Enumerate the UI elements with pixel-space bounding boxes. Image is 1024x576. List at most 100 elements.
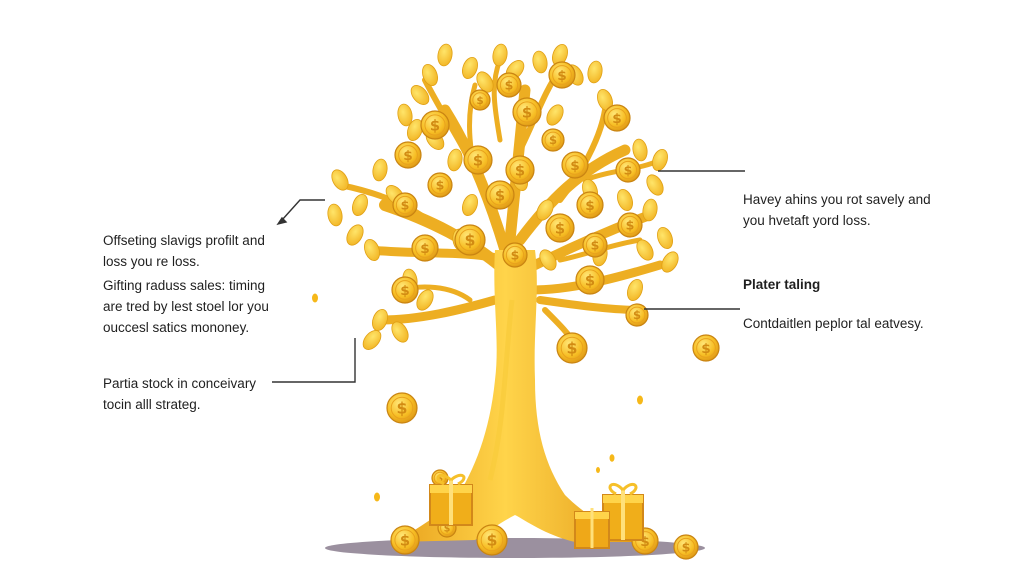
annotation-line: Gifting raduss sales: timing (103, 278, 266, 293)
leaf-shape (627, 278, 643, 302)
svg-text:$: $ (522, 104, 532, 121)
gold-coin-icon: $ (692, 334, 720, 362)
gold-coin-icon: $ (454, 224, 486, 256)
svg-text:$: $ (487, 531, 498, 550)
falling-coin-fleck (312, 293, 318, 303)
svg-text:$: $ (567, 339, 578, 358)
leaf-shape (636, 239, 654, 261)
leaf-shape (422, 63, 438, 87)
leaf-shape (346, 224, 364, 246)
svg-text:$: $ (591, 238, 600, 253)
gold-coin-icon: $ (615, 157, 641, 183)
leaf-shape (646, 174, 664, 196)
leaf-shape (546, 104, 564, 126)
annotation-line: are tred by lest stoel lor you (103, 299, 269, 314)
leaf-shape (410, 85, 430, 105)
gold-coin-icon: $ (576, 191, 604, 219)
annotation-right-top: Havey ahins you rot savely and you hveta… (743, 189, 931, 231)
gift-box-icon (429, 473, 473, 526)
leaf-shape (642, 198, 658, 222)
leaf-shape (407, 118, 423, 142)
leaf-shape (327, 203, 343, 227)
gold-coin-icon: $ (463, 145, 493, 175)
annotation-line: loss you re loss. (103, 254, 200, 269)
svg-text:$: $ (495, 187, 505, 204)
gold-coin-icon: $ (390, 525, 420, 555)
falling-coin-fleck (596, 467, 600, 473)
annotation-left-top: Offseting slavigs profilt and loss you r… (103, 230, 265, 272)
leaf-shape (539, 249, 557, 271)
leaf-shape (492, 43, 508, 67)
svg-text:$: $ (624, 163, 633, 178)
svg-text:$: $ (465, 231, 476, 250)
leaf-shape (617, 188, 633, 212)
leaf-shape (657, 226, 673, 250)
svg-text:$: $ (640, 534, 650, 550)
leaf-shape (352, 193, 368, 217)
leaf-shape (476, 71, 494, 93)
svg-text:$: $ (585, 198, 595, 214)
svg-text:$: $ (515, 162, 525, 179)
leaf-shape (462, 56, 478, 80)
gold-coin-icon: $ (617, 212, 643, 238)
svg-text:$: $ (570, 158, 580, 174)
annotation-line: tocin alll strateg. (103, 397, 201, 412)
tree-leaves (327, 43, 679, 350)
gold-coin-icon: $ (603, 104, 631, 132)
leaf-shape (447, 148, 463, 172)
gold-coin-icon: $ (392, 192, 418, 218)
tree-trunk (395, 250, 640, 542)
leaf-shape (532, 50, 548, 74)
annotation-line: ouccesl satics mononey. (103, 320, 250, 335)
svg-text:$: $ (437, 473, 443, 483)
svg-text:$: $ (420, 241, 430, 257)
gold-coin-icon: $ (411, 234, 439, 262)
annotation-left-bottom: Partia stock in conceivary tocin alll st… (103, 373, 256, 415)
leaf-shape (331, 169, 349, 191)
gold-coin-icon: $ (548, 61, 576, 89)
gold-coin-icon: $ (485, 180, 515, 210)
svg-text:$: $ (612, 111, 622, 127)
leaf-shape (397, 103, 413, 127)
gold-coin-icon: $ (420, 110, 450, 140)
svg-text:$: $ (505, 78, 514, 93)
gold-coin-icon: $ (625, 303, 649, 327)
gold-coin-icon: $ (431, 469, 449, 487)
annotation-left-middle: Gifting raduss sales: timing are tred by… (103, 275, 269, 338)
svg-text:$: $ (400, 532, 410, 549)
svg-text:$: $ (585, 272, 595, 289)
svg-text:$: $ (403, 148, 413, 164)
gold-coin-icon: $ (541, 128, 565, 152)
svg-text:$: $ (555, 220, 565, 237)
leaf-shape (362, 330, 382, 350)
gold-coin-icon: $ (575, 265, 605, 295)
gold-coin-icon: $ (394, 141, 422, 169)
leaf-shape (416, 289, 434, 311)
annotation-right-bottom: Contdaitlen peplor tal eatvesy. (743, 316, 924, 331)
leaf-shape (587, 60, 603, 84)
leaf-shape (364, 238, 380, 262)
annotation-line: Offseting slavigs profilt and (103, 233, 265, 248)
leaf-shape (391, 321, 409, 343)
falling-coin-fleck (374, 492, 380, 502)
gold-coin-icon: $ (505, 155, 535, 185)
svg-text:$: $ (436, 178, 445, 193)
gold-coin-icon: $ (476, 524, 508, 556)
svg-text:$: $ (444, 523, 451, 534)
svg-text:$: $ (430, 117, 440, 134)
svg-text:$: $ (557, 68, 567, 84)
gold-coin-icon: $ (512, 97, 542, 127)
gold-coin-icon: $ (427, 172, 453, 198)
leaf-shape (536, 199, 554, 221)
leaf-shape (632, 138, 648, 162)
falling-coin-fleck (637, 395, 643, 405)
svg-text:$: $ (682, 540, 691, 555)
svg-text:$: $ (400, 283, 410, 299)
gift-box-icon (574, 508, 610, 549)
leaf-shape (661, 251, 679, 273)
gold-coin-icon: $ (582, 232, 608, 258)
gold-coin-icon: $ (556, 332, 588, 364)
svg-text:$: $ (701, 341, 711, 357)
annotation-line: Partia stock in conceivary (103, 376, 257, 391)
